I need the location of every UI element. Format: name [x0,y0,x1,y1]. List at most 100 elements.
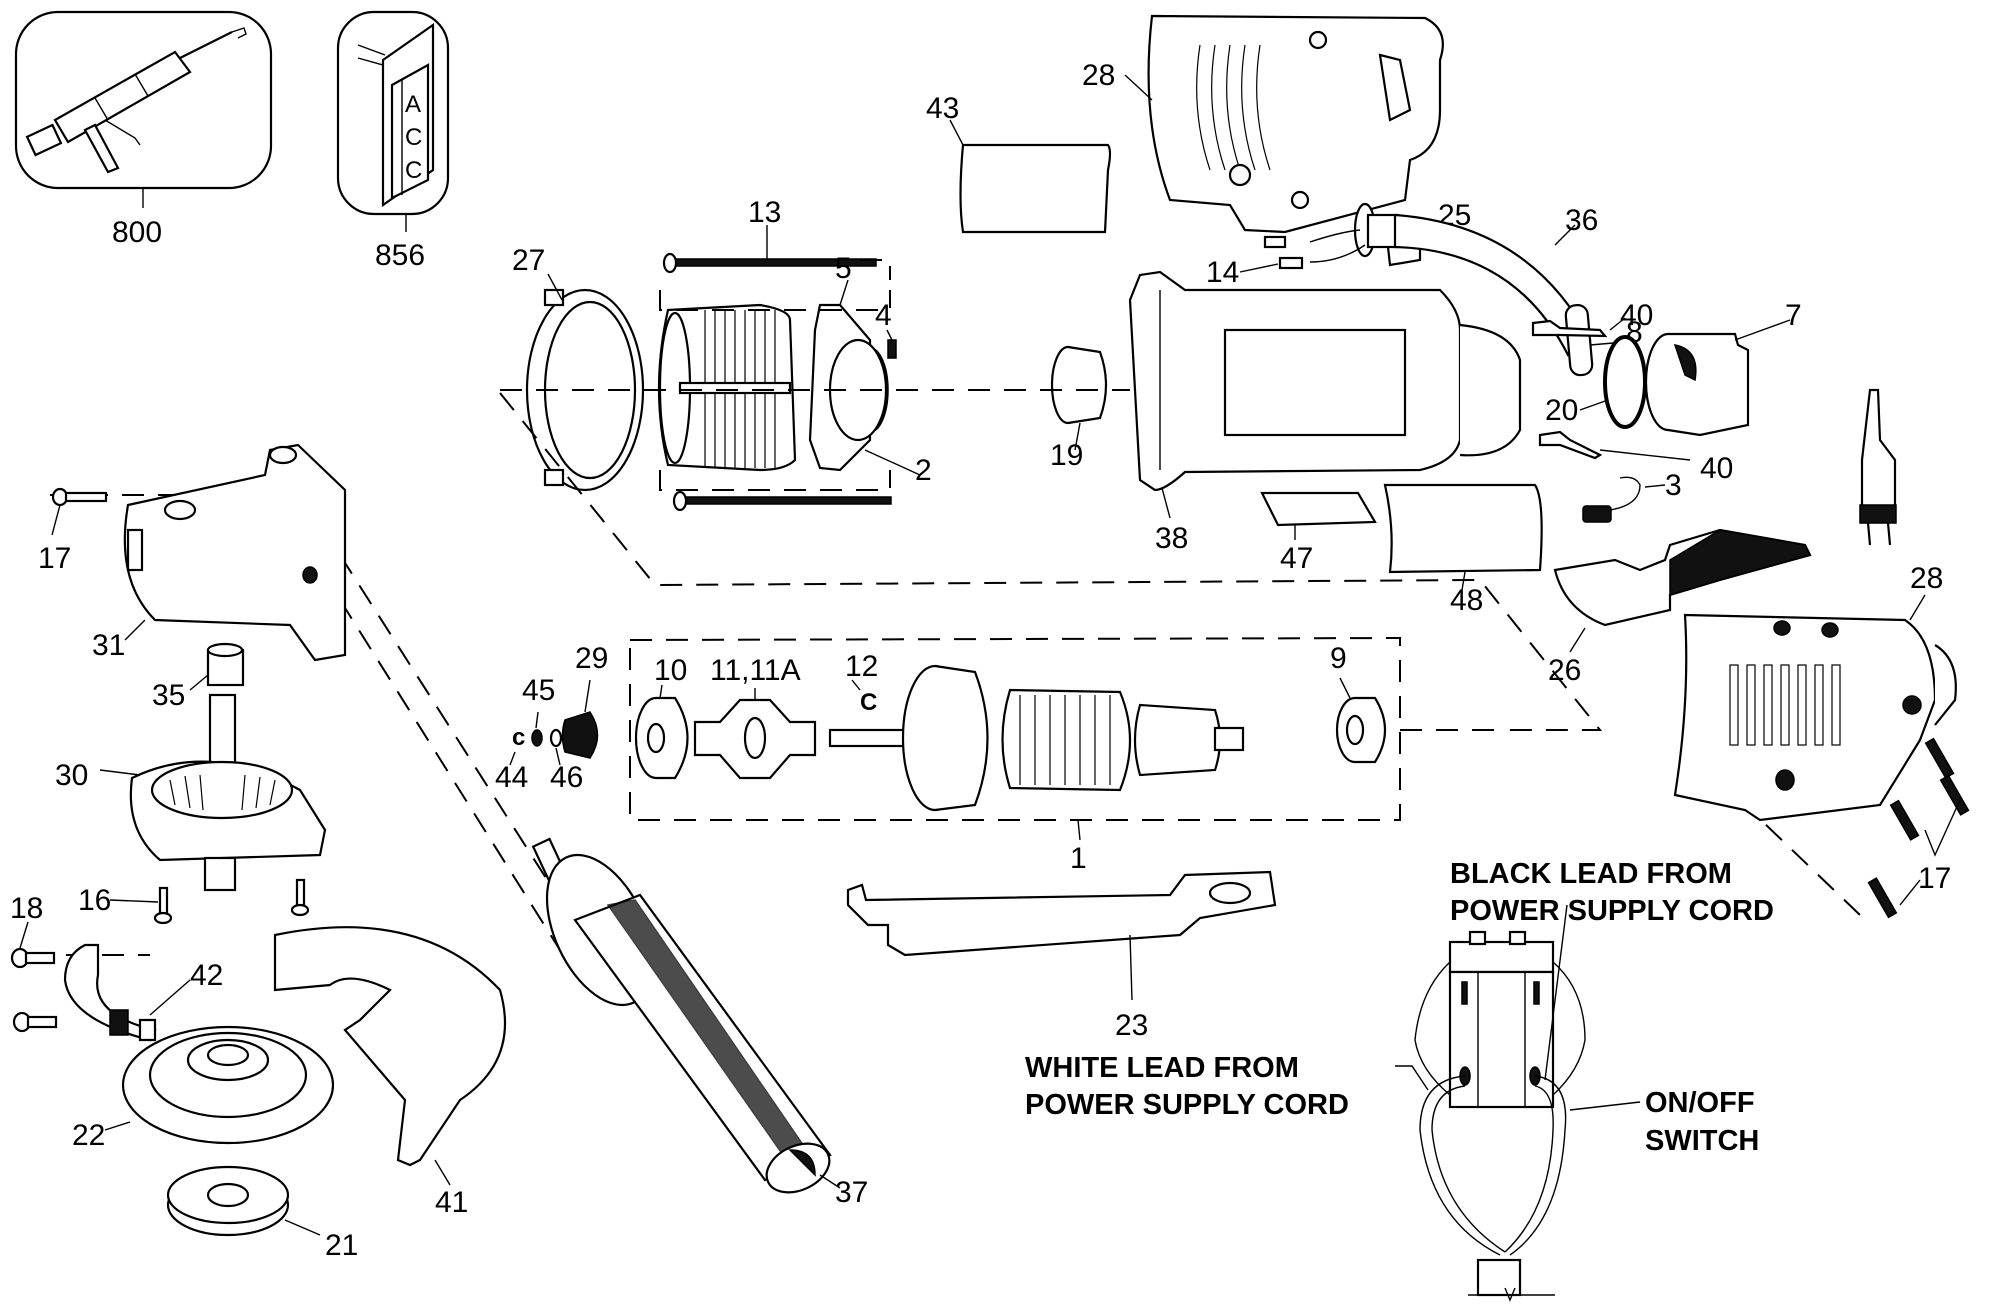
part-28-handle-housing: 28 [1673,562,1957,822]
part-label-10: 10 [654,654,687,687]
part-label-856: 856 [375,239,425,272]
part-label-31: 31 [92,629,125,662]
part-label-19: 19 [1050,439,1083,472]
white-lead-note-line2: POWER SUPPLY CORD [1025,1089,1349,1121]
part-label-28-top: 28 [1082,59,1115,92]
switch-note-line2: SWITCH [1645,1125,1759,1157]
part-38-motor-housing: 38 [1128,270,1522,555]
part-label-800: 800 [112,216,162,249]
part-23-spanner-wrench: 23 [846,870,1277,1042]
part-label-23: 23 [1115,1009,1148,1042]
part-label-12: 12 [845,650,878,683]
part-label-17-right: 17 [1918,862,1951,895]
part-label-5: 5 [835,252,852,285]
part-12-retaining-ring: C 12 [845,650,878,716]
part-label-26: 26 [1548,654,1581,687]
part-31-gear-case: 31 [92,443,347,662]
part-label-21: 21 [325,1229,358,1262]
part-4-screw: 4 [875,299,897,359]
part-label-43: 43 [926,92,959,125]
part-label-20: 20 [1545,394,1578,427]
part-47-nameplate: 47 [1260,491,1377,575]
part-label-2: 2 [915,454,932,487]
accessory-856-pack: A C C 856 [336,10,450,272]
part-label-18: 18 [10,892,43,925]
part-label-40-bottom: 40 [1700,452,1733,485]
white-lead-note-line1: WHITE LEAD FROM [1025,1052,1299,1084]
accessory-card-icon [357,22,435,208]
part-44-45-46-retaining-parts: c 45 44 46 [495,674,583,794]
part-18-screws: 18 [10,892,58,1033]
part-label-22: 22 [72,1119,105,1152]
part-17-screw-left: 17 [38,487,108,575]
card-letter-1: A [405,91,421,118]
accessory-800-grease-gun: 800 [14,10,273,249]
part-41-wheel-guard: 41 [273,926,507,1219]
part-label-1: 1 [1070,842,1087,875]
part-label-30: 30 [55,759,88,792]
part-16-screws: 16 [78,878,310,925]
part-label-17-left: 17 [38,542,71,575]
part-label-27: 27 [512,244,545,277]
part-label-38: 38 [1155,522,1188,555]
switch-wiring-diagram: BLACK LEAD FROM POWER SUPPLY CORD WHITE … [1025,858,1774,1302]
on-off-switch-icon [1448,930,1555,1109]
switch-note-line1: ON/OFF [1645,1087,1755,1119]
part-22-backing-flange: 22 [72,1025,335,1152]
part-27-baffle: 27 [512,244,645,492]
part-label-9: 9 [1330,642,1347,675]
part-5-end-bracket: 5 [808,252,888,472]
part-3-carbon-brush: 3 [1582,469,1682,523]
part-label-7: 7 [1785,299,1802,332]
part-11-spacer-wrench: 11,11A [693,654,817,780]
plug-icon [1859,388,1897,546]
part-label-37: 37 [835,1176,868,1209]
part-label-11: 11,11A [710,654,801,687]
part-label-48: 48 [1450,584,1483,617]
part-label-46: 46 [550,761,583,794]
part-43-label-plate: 43 [926,92,1112,234]
part-35-bushing: 35 [152,642,245,712]
part-label-36: 36 [1565,204,1598,237]
part-1-armature: 1 [828,664,1245,875]
black-lead-note-line2: POWER SUPPLY CORD [1450,895,1774,927]
part-label-47: 47 [1280,542,1313,575]
part-label-40-top: 40 [1620,299,1653,332]
part-28-housing-cover-top: 28 [1082,14,1444,234]
part-label-28-right: 28 [1910,562,1943,595]
part-17-screws-right: 17 [1867,737,1970,919]
grease-gun-icon [25,27,247,174]
part-26-switch-lever: 26 [1548,528,1812,687]
part-37-side-handle: 37 [531,837,868,1209]
part-30-spindle-gear-assembly: 30 [55,693,327,892]
part-10-bearing: 10 [634,654,689,780]
card-letter-2: C [405,124,422,151]
part-label-35: 35 [152,679,185,712]
svg-text:C: C [860,689,877,716]
part-label-16: 16 [78,884,111,917]
part-48-label: 48 [1383,483,1543,617]
part-29-pinion-gear: 29 [561,642,608,759]
part-20-o-ring: 20 [1545,335,1647,429]
part-7-end-cap: 7 [1644,299,1802,437]
svg-text:c: c [512,724,525,751]
part-9-bearing: 9 [1330,642,1386,764]
part-40-brush-holder-top: 40 [1531,299,1653,338]
part-label-44: 44 [495,761,528,794]
part-label-41: 41 [435,1186,468,1219]
part-label-14: 14 [1206,256,1239,289]
part-40-brush-holder-bottom: 40 [1538,430,1733,485]
black-lead-note-line1: BLACK LEAD FROM [1450,858,1732,890]
part-36-cord-protector: 36 14 [1206,202,1598,357]
part-label-13: 13 [748,196,781,229]
part-label-4: 4 [875,299,892,332]
part-label-45: 45 [522,674,555,707]
part-8-power-cord: 8 [1564,303,1897,546]
part-2-field-stator: 2 [657,303,932,487]
part-label-42: 42 [190,959,223,992]
part-13-screws: 13 [662,196,892,512]
part-21-clamp-nut: 21 [166,1165,358,1262]
part-label-3: 3 [1665,469,1682,502]
card-letter-3: C [405,157,422,184]
